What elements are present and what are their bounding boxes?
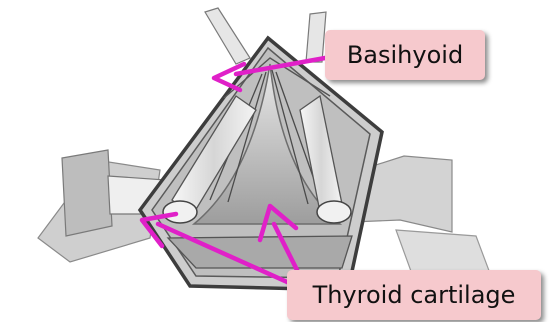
basihyoid-label: Basihyoid <box>325 30 485 80</box>
thyroid-cartilage-label: Thyroid cartilage <box>287 270 541 320</box>
